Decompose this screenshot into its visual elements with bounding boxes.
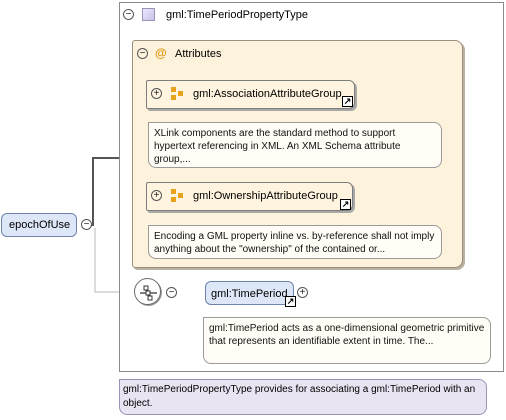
attribute-group-name: gml:OwnershipAttributeGroup bbox=[193, 190, 338, 202]
collapse-type-toggle[interactable]: − bbox=[123, 9, 134, 20]
collapse-attributes-toggle[interactable]: − bbox=[137, 48, 148, 59]
root-element-label: epochOfUse bbox=[9, 219, 71, 231]
sequence-compositor-icon[interactable] bbox=[134, 278, 161, 305]
child-element-label: gml:TimePeriod bbox=[211, 288, 288, 300]
attribute-group-doc-text: XLink components are the standard method… bbox=[154, 128, 401, 165]
reference-link-icon[interactable]: ↗ bbox=[340, 199, 351, 210]
expand-ownership-toggle[interactable]: + bbox=[151, 190, 162, 201]
collapse-root-toggle[interactable]: − bbox=[81, 219, 92, 230]
expand-child-toggle[interactable]: + bbox=[297, 287, 308, 298]
complex-type-icon bbox=[142, 8, 155, 21]
attribute-group-icon bbox=[171, 87, 184, 100]
attribute-group-name: gml:AssociationAttributeGroup bbox=[193, 88, 342, 100]
attribute-group-icon bbox=[171, 189, 184, 202]
reference-link-icon[interactable]: ↗ bbox=[342, 96, 353, 107]
expand-association-toggle[interactable]: + bbox=[151, 88, 162, 99]
attribute-at-icon: @ bbox=[155, 46, 167, 60]
child-element-timeperiod[interactable]: gml:TimePeriod bbox=[205, 281, 294, 305]
collapse-sequence-toggle[interactable]: − bbox=[166, 287, 177, 298]
type-name: gml:TimePeriodPropertyType bbox=[166, 9, 309, 21]
type-documentation: gml:TimePeriodPropertyType provides for … bbox=[119, 379, 487, 415]
type-doc-text: gml:TimePeriodPropertyType provides for … bbox=[123, 384, 476, 409]
attributes-label: Attributes bbox=[175, 48, 222, 60]
attribute-group-doc-text: Encoding a GML property inline vs. by-re… bbox=[154, 231, 435, 255]
attribute-group-documentation: XLink components are the standard method… bbox=[148, 122, 442, 168]
child-element-documentation: gml:TimePeriod acts as a one-dimensional… bbox=[203, 317, 491, 364]
reference-link-icon[interactable]: ↗ bbox=[285, 296, 296, 307]
attribute-group-documentation: Encoding a GML property inline vs. by-re… bbox=[148, 225, 442, 259]
child-element-doc-text: gml:TimePeriod acts as a one-dimensional… bbox=[209, 323, 485, 347]
root-element-epochofuse[interactable]: epochOfUse bbox=[1, 213, 77, 237]
